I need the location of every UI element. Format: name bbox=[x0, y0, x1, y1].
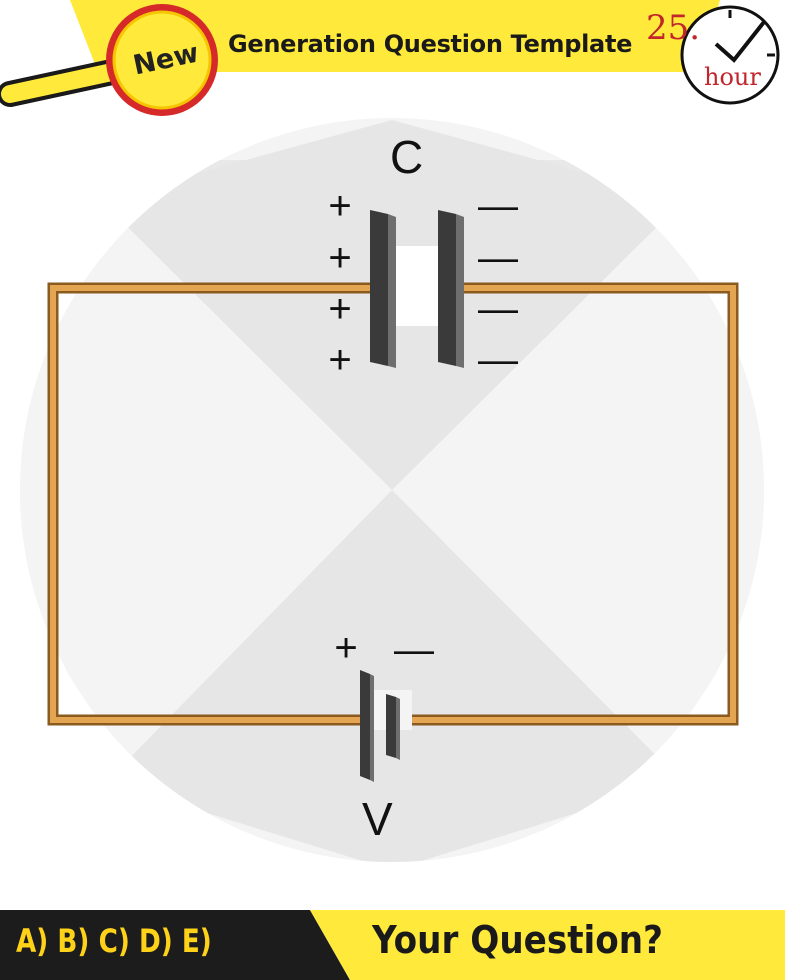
header-title: Generation Question Template bbox=[228, 30, 633, 58]
clock-number: 25. bbox=[646, 8, 701, 48]
capacitor-plus-sign: + bbox=[328, 338, 352, 382]
capacitor-minus-sign: — bbox=[478, 236, 518, 280]
answer-options: A) B) C) D) E) bbox=[16, 922, 212, 960]
capacitor-label: C bbox=[390, 131, 424, 183]
capacitor-plus-sign: + bbox=[328, 236, 352, 280]
capacitor-plus-sign: + bbox=[328, 184, 352, 228]
capacitor bbox=[370, 210, 464, 368]
capacitor-minus-sign: — bbox=[478, 287, 518, 331]
header-banner bbox=[70, 0, 720, 72]
background-circle bbox=[20, 118, 764, 862]
battery-plus-sign: + bbox=[334, 626, 358, 670]
magnifier-icon bbox=[0, 4, 218, 116]
battery-minus-sign: — bbox=[394, 628, 434, 672]
battery bbox=[360, 670, 412, 782]
clock-icon bbox=[680, 5, 780, 105]
question-prompt: Your Question? bbox=[372, 918, 663, 962]
clock-unit: hour bbox=[704, 63, 761, 91]
battery-label: V bbox=[362, 793, 393, 845]
capacitor-minus-sign: — bbox=[478, 338, 518, 382]
capacitor-minus-sign: — bbox=[478, 184, 518, 228]
capacitor-plus-sign: + bbox=[328, 287, 352, 331]
footer-bar bbox=[0, 910, 785, 980]
